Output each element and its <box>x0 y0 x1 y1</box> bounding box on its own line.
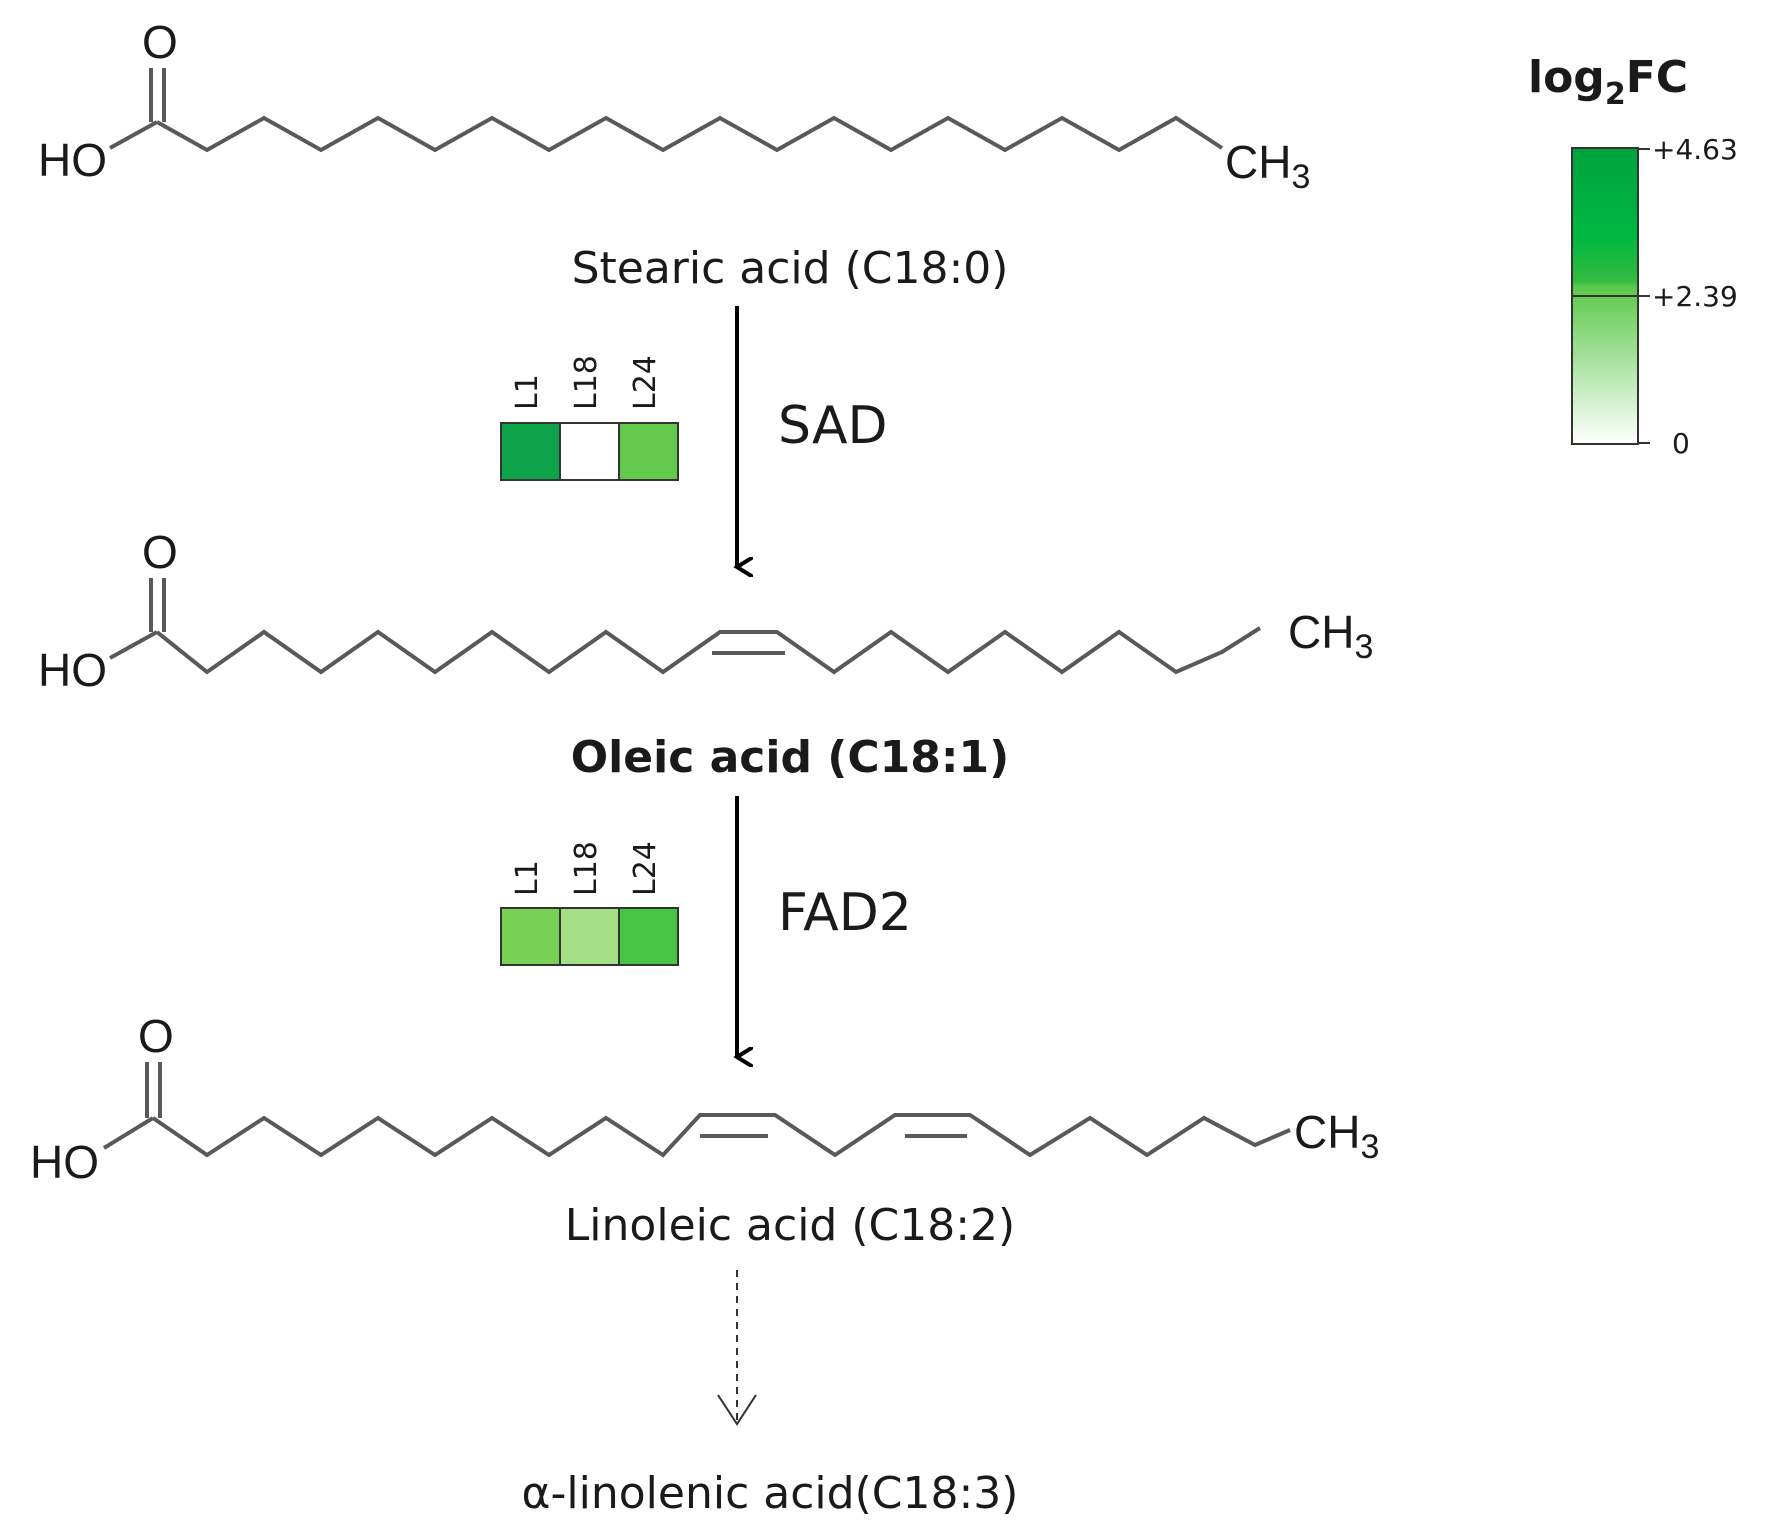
hydroxyl-label: HO <box>38 644 107 696</box>
stearic-acid-name: Stearic acid (C18:0) <box>572 243 1009 294</box>
hydroxyl-bond <box>102 1116 155 1150</box>
sad-heatmap: L1 L18 L24 <box>500 355 679 481</box>
methyl-label: CH3 <box>1288 606 1373 666</box>
fad2-sample-label-l1: L1 <box>510 860 545 896</box>
alpha-linolenic-acid-name: α-linolenic acid(C18:3) <box>522 1468 1019 1519</box>
sad-enzyme-label: SAD <box>778 396 888 456</box>
fad2-heatmap: L1 L18 L24 <box>500 841 679 966</box>
carbonyl-oxygen-label: O <box>138 1010 174 1062</box>
oleic-acid-name: Oleic acid (C18:1) <box>571 732 1009 783</box>
fad2-cell-l1 <box>500 907 561 966</box>
sad-cell-l18 <box>559 422 620 481</box>
carbonyl-oxygen-label: O <box>142 526 178 578</box>
legend-tick-zero: 0 <box>1672 427 1690 460</box>
linoleic-carbon-chain <box>151 1113 1291 1158</box>
legend-tick-mid: +2.39 <box>1652 280 1738 313</box>
oleic-acid-structure: O HO CH3 <box>38 526 1373 696</box>
methyl-label: CH3 <box>1294 1106 1379 1166</box>
carbonyl-oxygen-label: O <box>142 16 178 68</box>
stearic-carbon-chain <box>156 115 1224 153</box>
dashed-conversion-arrow <box>717 1270 757 1426</box>
fad2-enzyme-label: FAD2 <box>778 883 912 943</box>
linoleic-acid-structure: O HO CH3 <box>30 1010 1379 1188</box>
linoleic-acid-name: Linoleic acid (C18:2) <box>565 1200 1015 1251</box>
legend-title: log2FC <box>1528 52 1688 112</box>
hydroxyl-bond <box>109 120 158 150</box>
hydroxyl-label: HO <box>30 1136 99 1188</box>
legend-tick-max: +4.63 <box>1652 133 1738 166</box>
sad-sample-label-l24: L24 <box>628 355 663 410</box>
fad2-cell-l18 <box>559 907 620 966</box>
oleic-carbon-chain <box>155 626 1262 675</box>
sad-sample-label-l1: L1 <box>510 374 545 410</box>
fad2-cell-l24 <box>618 907 679 966</box>
hydroxyl-label: HO <box>38 134 107 186</box>
hydroxyl-bond <box>109 630 158 660</box>
sad-cell-l24 <box>618 422 679 481</box>
sad-sample-label-l18: L18 <box>569 355 604 410</box>
log2fc-legend: log2FC +4.63 +2.39 0 <box>1528 52 1738 460</box>
stearic-acid-structure: O HO CH3 <box>38 16 1310 196</box>
fad2-sample-label-l24: L24 <box>628 841 663 896</box>
sad-cell-l1 <box>500 422 561 481</box>
fad2-sample-label-l18: L18 <box>569 841 604 896</box>
methyl-label: CH3 <box>1225 136 1310 196</box>
